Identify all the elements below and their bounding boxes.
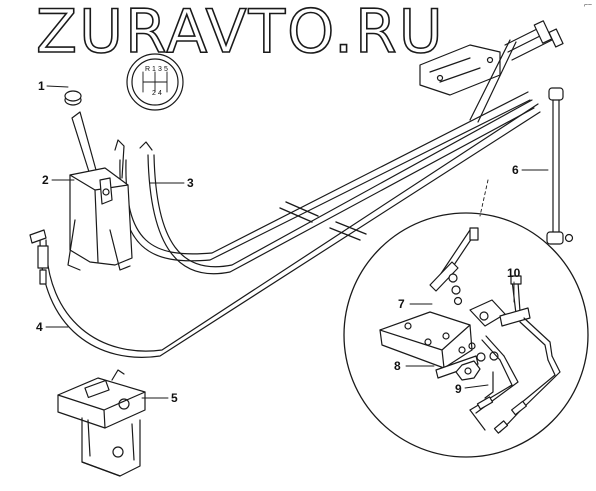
shift-pattern-medallion [126, 53, 184, 111]
callout-5: 5 [171, 391, 178, 405]
callout-1: 1 [38, 79, 45, 93]
part-1-knob [64, 90, 82, 106]
shift-label-2: 2 [152, 90, 156, 97]
callout-7: 7 [398, 297, 405, 311]
watermark: ZURAVTO.RU [35, 0, 445, 67]
leader-lines [45, 85, 549, 399]
inset-part-10-pivot [469, 275, 531, 327]
part-5-mount-bracket [57, 369, 146, 477]
callout-10: 10 [507, 266, 521, 280]
callout-8: 8 [394, 359, 401, 373]
part-4-cable-end [29, 229, 49, 285]
part-6-link-rod [546, 87, 574, 245]
shift-label-1: 1 [152, 66, 156, 73]
inset-cable-ends [469, 317, 561, 434]
shift-label-3: 3 [158, 66, 162, 73]
shift-label-5: 5 [164, 66, 168, 73]
callout-9: 9 [455, 382, 462, 396]
upper-bracket [419, 20, 564, 123]
callout-2: 2 [42, 173, 49, 187]
shift-label-4: 4 [158, 90, 162, 97]
part-2-lever-assembly [67, 111, 153, 271]
inset-part-9-nut [455, 351, 499, 381]
cable-break-marks [279, 201, 367, 241]
callout-3: 3 [187, 176, 194, 190]
shift-label-r: R [145, 66, 151, 73]
inset-part-8-plate [379, 311, 479, 379]
callout-4: 4 [36, 320, 43, 334]
corner-mark: ⌐~ [583, 2, 592, 9]
inset-part-7-stud [429, 227, 479, 306]
callout-6: 6 [512, 163, 519, 177]
